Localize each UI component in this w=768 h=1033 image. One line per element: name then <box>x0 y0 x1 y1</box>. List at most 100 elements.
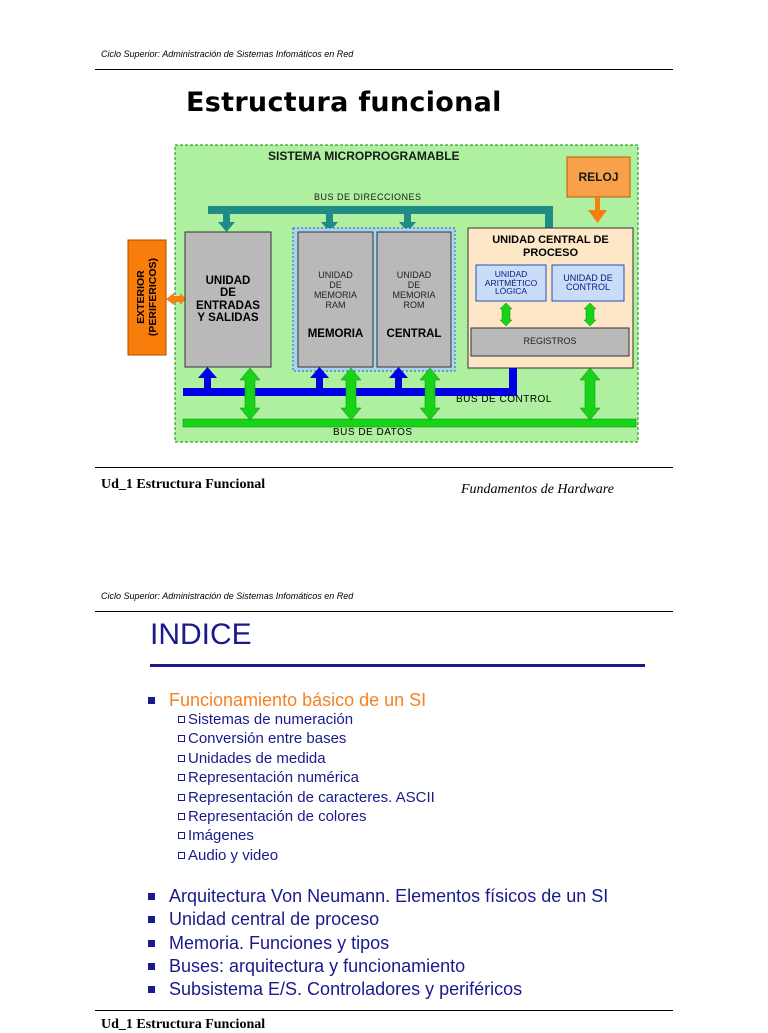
index-subitem: Imágenes <box>178 827 254 844</box>
index-subitem: Representación de colores <box>178 808 366 825</box>
io-unit-box <box>184 231 272 368</box>
index-subitem-label: Representación numérica <box>188 769 359 787</box>
exterior-label-line1: EXTERIOR <box>134 270 147 325</box>
address-bus-arrows <box>218 212 416 232</box>
index-subitem-label: Sistemas de numeración <box>188 711 354 728</box>
registros-box <box>470 327 630 357</box>
index-item: Arquitectura Von Neumann. Elementos físi… <box>148 886 608 907</box>
address-bus <box>208 206 553 214</box>
ram-unit-label: UNIDAD DE MEMORIA RAM <box>298 270 373 311</box>
index-subitem-label: Imágenes <box>188 827 254 845</box>
hollow-square-icon <box>178 754 185 762</box>
control-unit-line2: CONTROL <box>565 282 610 292</box>
index-subitem: Unidades de medida <box>178 750 326 767</box>
page2-header: Ciclo Superior: Administración de Sistem… <box>101 591 354 601</box>
rom-unit-line1: UNIDAD <box>396 270 432 280</box>
index-subitem-label: Representación de caracteres. ASCII <box>188 788 435 806</box>
index-subitem: Representación de caracteres. ASCII <box>178 789 435 806</box>
index-item-first-label: Funcionamiento básico de un SI <box>169 690 427 710</box>
memoria-label: MEMORIA <box>307 328 364 340</box>
central-label: CENTRAL <box>386 328 442 340</box>
system-title: SISTEMA MICROPROGRAMABLE <box>268 149 460 163</box>
page1-header: Ciclo Superior: Administración de Sistem… <box>101 49 354 59</box>
alu-line1: UNIDAD <box>494 268 528 279</box>
data-bus-arrows <box>239 367 601 421</box>
page1-footer-left: Ud_1 Estructura Funcional <box>101 477 266 492</box>
rom-unit-box <box>376 231 452 368</box>
cpu-internal-arrows <box>499 302 597 327</box>
ram-unit-line3: MEMORIA <box>313 289 357 300</box>
page1-header-rule <box>95 69 673 70</box>
exterior-box <box>127 239 167 356</box>
reloj-label: RELOJ <box>578 169 619 184</box>
ram-unit-box <box>297 231 374 368</box>
ram-unit-line2: DE <box>329 279 342 290</box>
address-bus-to-cpu <box>545 206 553 246</box>
index-subitem-label: Representación de colores <box>188 808 367 825</box>
index-item: Subsistema E/S. Controladores y periféri… <box>148 979 522 1000</box>
index-item-label: Arquitectura Von Neumann. Elementos físi… <box>169 886 609 906</box>
ram-unit-line4: RAM <box>325 299 346 310</box>
bullet-square-icon <box>148 893 155 900</box>
index-item: Memoria. Funciones y tipos <box>148 933 389 954</box>
bullet-square-icon <box>148 916 155 924</box>
alu-box <box>475 264 547 302</box>
exterior-arrow <box>166 293 186 305</box>
reloj-arrow <box>588 210 607 223</box>
hollow-square-icon <box>178 774 185 782</box>
control-unit-label: UNIDAD DE CONTROL <box>552 265 624 301</box>
io-unit-label: UNIDAD DE ENTRADAS Y SALIDAS <box>185 232 271 367</box>
registros-label: REGISTROS <box>523 336 577 347</box>
alu-line3: LÓGICA <box>494 286 528 297</box>
page1-footer-right: Fundamentos de Hardware <box>461 482 614 497</box>
microprogrammable-system-diagram: SISTEMA MICROPROGRAMABLE BUS DE DIRECCIO… <box>120 140 650 445</box>
alu-line2: ARITMÉTICO <box>484 277 538 288</box>
data-bus-label: BUS DE DATOS <box>333 427 413 438</box>
index-subitem: Representación numérica <box>178 769 359 786</box>
reloj-box <box>566 156 631 198</box>
page2-footer-rule <box>95 1010 673 1011</box>
hollow-square-icon <box>178 716 185 723</box>
rom-unit-line2: DE <box>407 279 421 290</box>
hollow-square-icon <box>178 851 185 859</box>
bullet-square-icon <box>148 986 155 994</box>
index-item-label: Buses: arquitectura y funcionamiento <box>169 955 466 976</box>
cpu-title-line2: PROCESO <box>522 246 578 259</box>
bullet-square-icon <box>148 697 155 704</box>
page2-header-rule <box>95 611 673 612</box>
bullet-square-icon <box>148 939 155 947</box>
index-title-underline <box>150 664 645 667</box>
index-subitem: Audio y video <box>178 847 278 864</box>
index-subitem-label: Audio y video <box>188 846 279 864</box>
cpu-title: UNIDAD CENTRAL DE PROCESO <box>468 234 633 259</box>
page1-footer-rule <box>95 467 673 468</box>
hollow-square-icon <box>178 813 185 820</box>
bullet-square-icon <box>148 962 155 970</box>
control-unit-line1: UNIDAD DE <box>563 272 613 283</box>
exterior-label: EXTERIOR (PERIFERICOS) <box>128 240 166 355</box>
alu-label: UNIDAD ARITMÉTICO LÓGICA <box>476 265 546 301</box>
hollow-square-icon <box>178 793 185 801</box>
rom-unit-line4: ROM <box>403 299 425 310</box>
exterior-label-line2: (PERIFERICOS) <box>147 258 160 337</box>
control-bus-label: BUS DE CONTROL <box>456 394 552 405</box>
index-item-label: Subsistema E/S. Controladores y periféri… <box>169 979 523 1000</box>
slide-title: Estructura funcional <box>186 87 502 118</box>
page2-footer-left: Ud_1 Estructura Funcional <box>101 1017 266 1032</box>
hollow-square-icon <box>178 832 185 840</box>
index-item: Unidad central de proceso <box>148 909 379 930</box>
hollow-square-icon <box>178 735 185 743</box>
index-item-label: Unidad central de proceso <box>169 909 380 930</box>
index-subitem: Conversión entre bases <box>178 730 346 747</box>
io-unit-line2: DE <box>220 287 236 300</box>
data-bus <box>182 418 637 428</box>
io-unit-line1: UNIDAD <box>205 275 251 288</box>
index-subitem-label: Conversión entre bases <box>188 730 347 748</box>
cpu-title-line1: UNIDAD CENTRAL DE <box>492 234 609 246</box>
control-bus-arrows <box>198 367 408 390</box>
index-item-label: Memoria. Funciones y tipos <box>169 932 390 953</box>
io-unit-line3: ENTRADAS <box>196 299 260 312</box>
index-subitem: Sistemas de numeración <box>178 711 353 728</box>
index-subitem-label: Unidades de medida <box>188 749 326 767</box>
rom-unit-label: UNIDAD DE MEMORIA ROM <box>377 270 451 311</box>
